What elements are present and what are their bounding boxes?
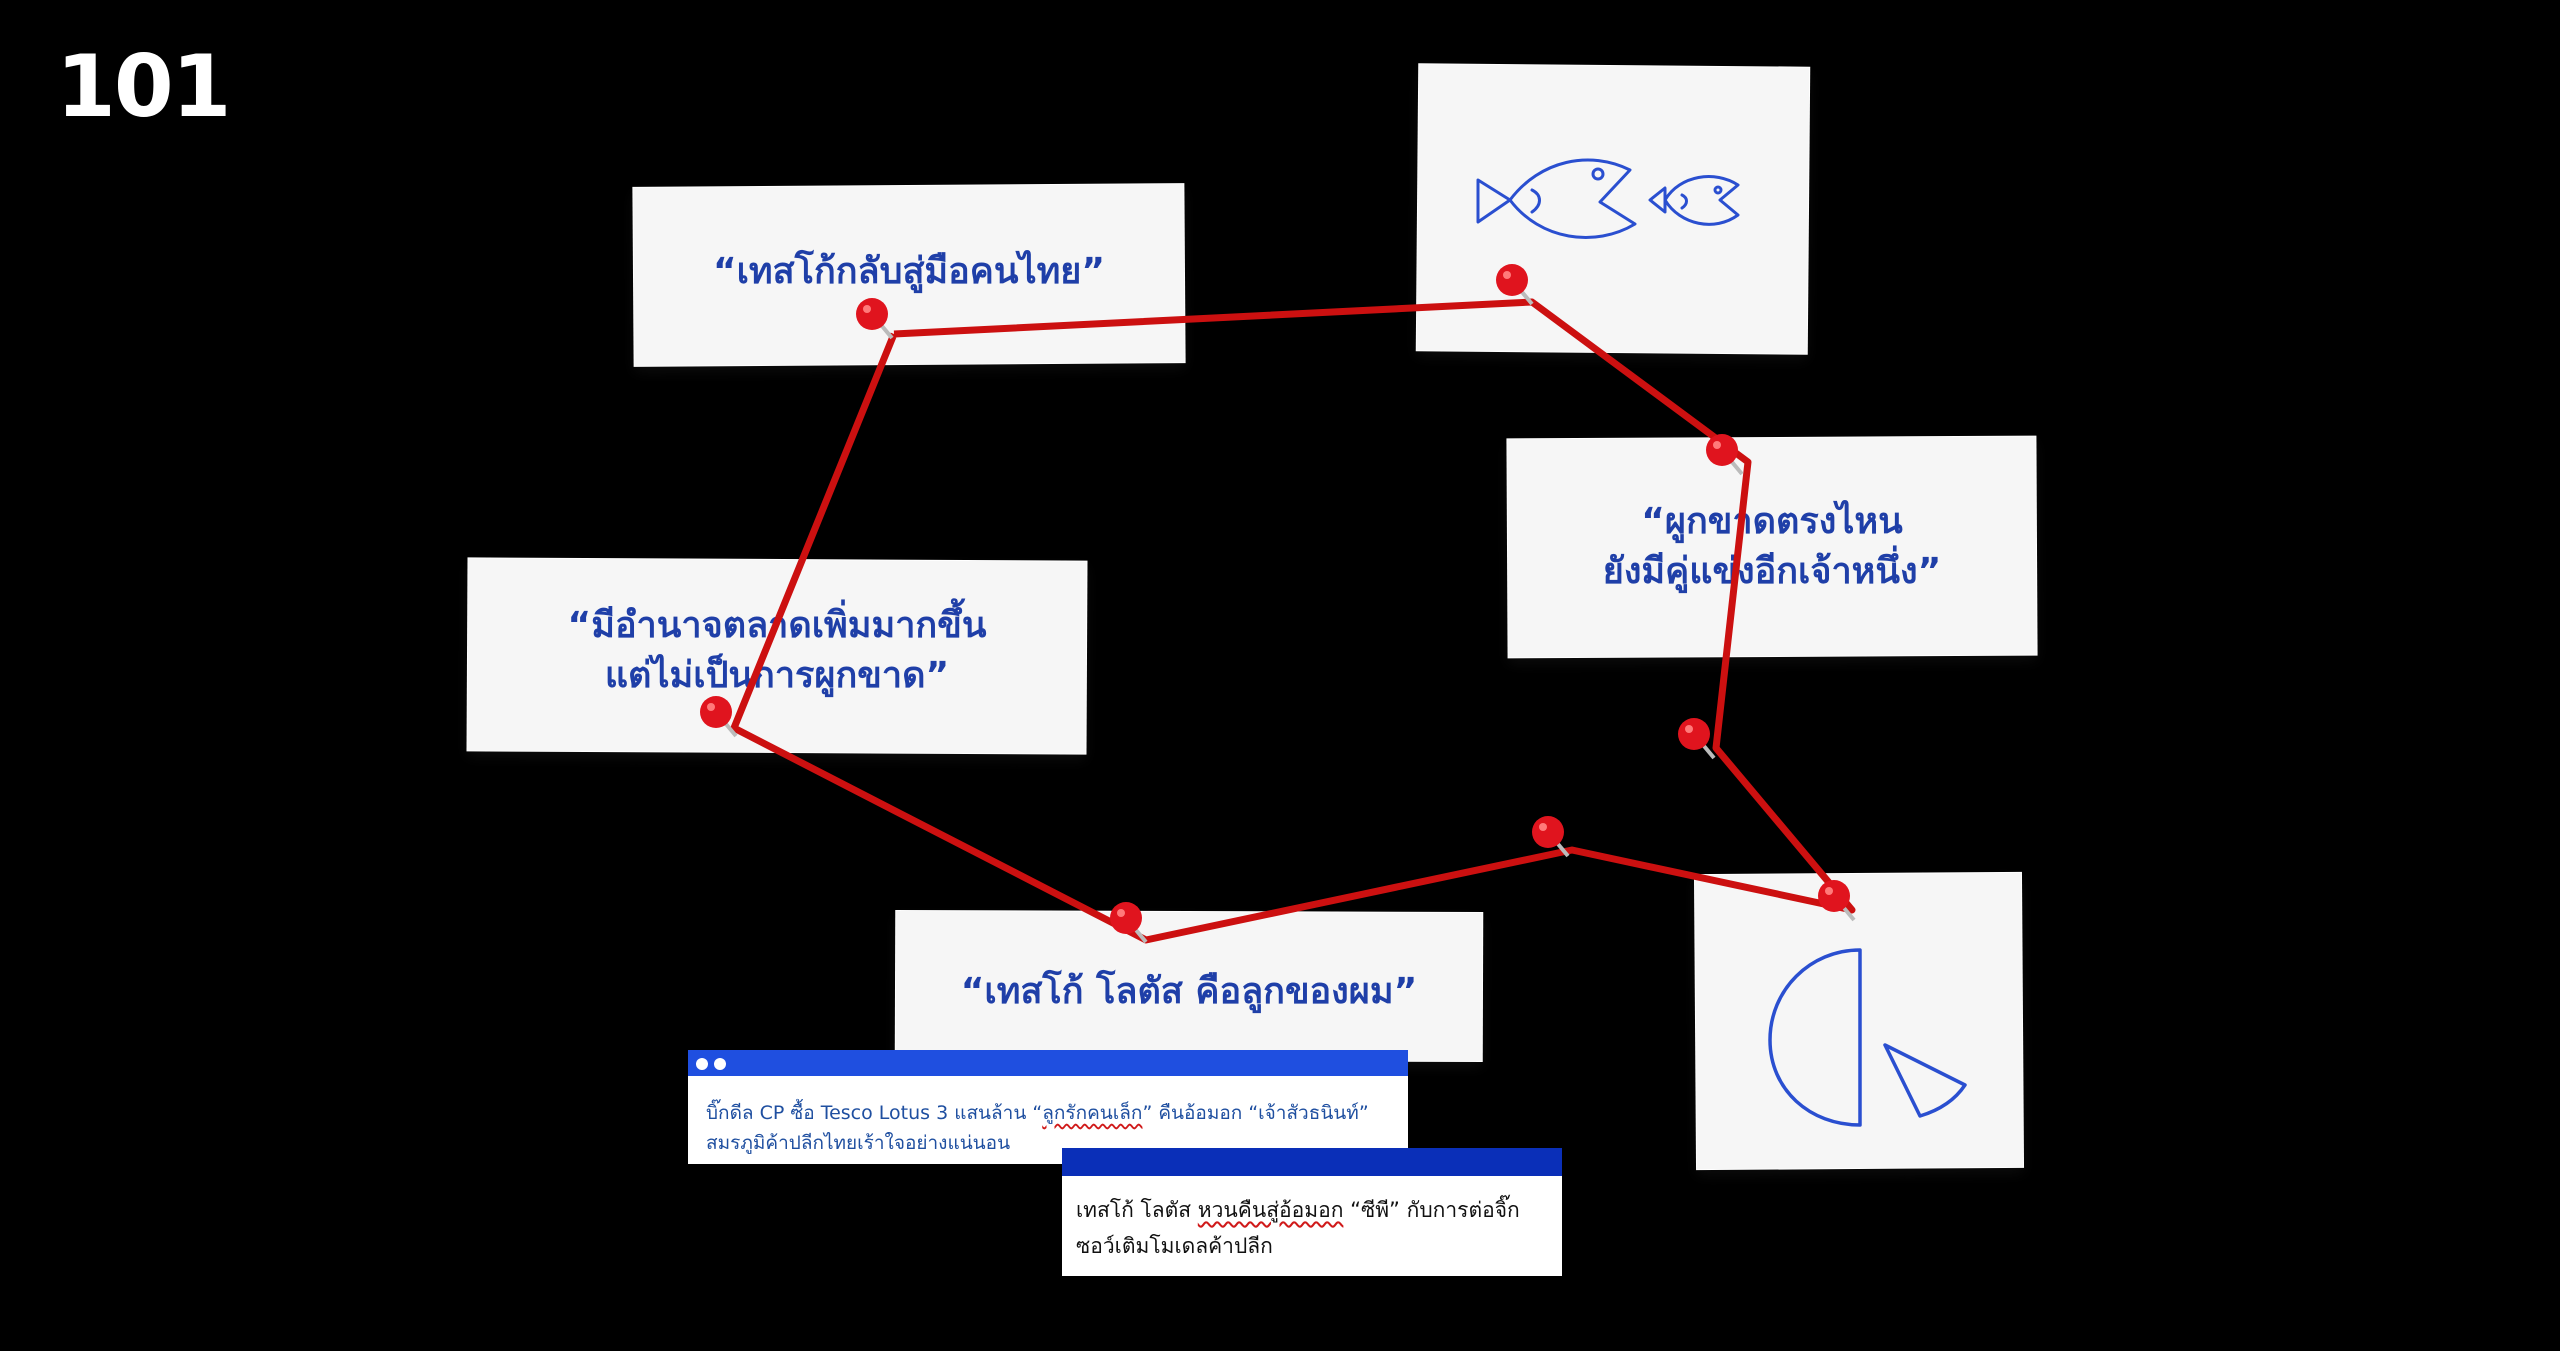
pin-needle [1546,830,1570,858]
pin-highlight [1539,823,1547,831]
quote-tesco-child: “เทสโก้ โลตัส คือลูกของผม” [960,971,1418,1012]
pin-highlight [1685,725,1693,733]
news-card-2-line2: ซอว์เติมโมเดลค้าปลีก [1076,1234,1273,1258]
fish-sketch-icon [1476,158,1740,239]
quote-market-power-line2: แต่ไม่เป็นการผูกขาด” [604,655,950,696]
quote-monopoly-line1: “ผูกขาดตรงไหน [1641,501,1903,542]
brand-logo: 101 [56,37,232,137]
news-card-2-titlebar [1062,1148,1562,1176]
quote-market-power-line1: “มีอำนาจตลาดเพิ่มมากขึ้น [567,605,987,646]
quote-monopoly-line2: ยังมีคู่แข่งอีกเจ้าหนึ่ง” [1602,551,1942,592]
news-headline-card-2[interactable]: เทสโก้ โลตัส หวนคืนสู่อ้อมอก “ซีพี” กับก… [1062,1148,1562,1276]
news-card-2-line1: เทสโก้ โลตัส หวนคืนสู่อ้อมอก “ซีพี” กับก… [1076,1194,1520,1227]
quote-tesco-back: “เทสโก้กลับสู่มือคนไทย” [712,251,1106,292]
push-pin-icon [1678,718,1710,750]
quote-card-monopoly [1507,436,2037,658]
news-card-1-line1: บิ๊กดีล CP ซื้อ Tesco Lotus 3 แสนล้าน “ล… [706,1098,1369,1128]
news-card-1-line2: สมรภูมิค้าปลีกไทยเร้าใจอย่างแน่นอน [706,1132,1011,1154]
pie-chart-sketch-icon [1768,948,1967,1127]
news-card-2-text-b: “ซีพี” กับการต่อจิ๊ก [1343,1198,1520,1222]
pin-needle [1692,732,1716,760]
news-headline-card-1[interactable]: บิ๊กดีล CP ซื้อ Tesco Lotus 3 แสนล้าน “ล… [688,1050,1408,1164]
news-card-1-titlebar [688,1050,1408,1076]
news-card-1-text-b: ” คืนอ้อมอก “เจ้าสัวธนินท์” [1142,1102,1369,1124]
news-card-2-text-a: เทสโก้ โลตัส [1076,1198,1198,1222]
push-pin-icon [1532,816,1564,848]
news-card-2-highlight: หวนคืนสู่อ้อมอก [1197,1198,1344,1222]
news-card-1-text-a: บิ๊กดีล CP ซื้อ Tesco Lotus 3 แสนล้าน “ [706,1102,1043,1124]
window-dot-icon [714,1058,726,1070]
window-dot-icon [696,1058,708,1070]
news-card-1-highlight: ลูกรักคนเล็ก [1042,1102,1143,1124]
